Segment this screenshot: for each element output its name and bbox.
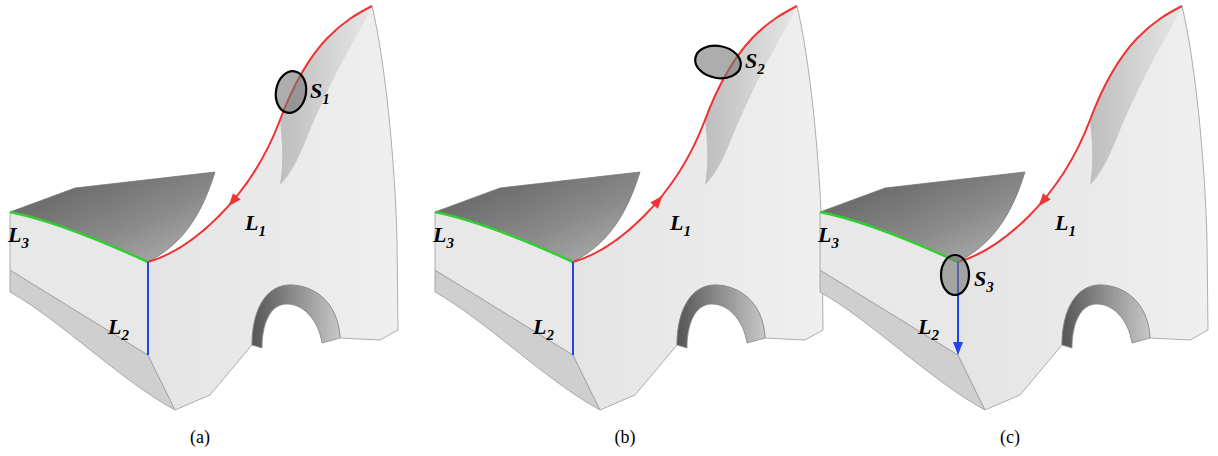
part-label: S2 xyxy=(745,50,765,72)
part-label: L1 xyxy=(1055,212,1076,234)
part-label: L3 xyxy=(433,224,454,246)
panel-caption: (a) xyxy=(190,428,210,446)
part-label: L2 xyxy=(918,316,939,338)
panel-caption: (c) xyxy=(1000,428,1020,446)
part-label: L3 xyxy=(818,224,839,246)
part-label: L2 xyxy=(533,316,554,338)
part-label: L1 xyxy=(245,212,266,234)
part-label: S3 xyxy=(974,268,994,290)
panel-caption: (b) xyxy=(615,428,636,446)
part-label: L3 xyxy=(8,224,29,246)
part-label: L1 xyxy=(670,212,691,234)
part-label: L2 xyxy=(108,316,129,338)
part-label: S1 xyxy=(310,80,330,102)
